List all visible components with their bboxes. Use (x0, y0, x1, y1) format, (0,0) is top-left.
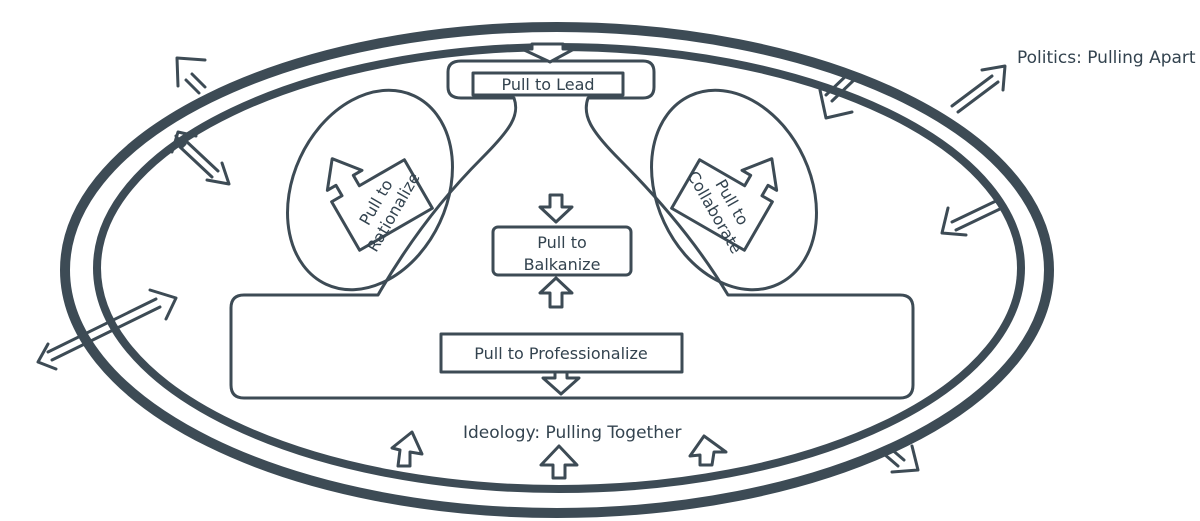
professionalize-label: Pull to Professionalize (474, 344, 647, 363)
double-arrow-left-inner (170, 130, 231, 186)
double-arrow-left-lower (36, 288, 178, 371)
double-arrow-top-left (175, 56, 207, 95)
pull-arrow-lead (520, 42, 576, 64)
balkanize-box (491, 225, 633, 277)
lead-label: Pull to Lead (501, 75, 594, 94)
configuration-outline (229, 59, 915, 400)
pull-arrow-bottom (538, 276, 574, 309)
ideology-label: Ideology: Pulling Together (463, 423, 681, 443)
double-arrow-bottom-right (882, 444, 920, 474)
rationalize-arrow-shape (325, 157, 434, 252)
double-arrow-top-right (950, 64, 1007, 114)
politics-label: Politics: Pulling Apart (1017, 48, 1196, 68)
collaborate-ellipse (650, 88, 818, 292)
collaborate-arrow-shape (670, 157, 779, 252)
rationalize-ellipse (286, 88, 454, 292)
ideology-arrow-right (688, 434, 728, 467)
outer-ellipse (60, 22, 1054, 518)
balkanize-label-line2: Balkanize (524, 255, 601, 274)
pull-arrow-top (538, 193, 574, 224)
lead-box (471, 71, 625, 97)
ideology-arrow-center (539, 444, 579, 480)
pull-arrow-professionalize (541, 370, 581, 396)
ideology-arrow-left (390, 430, 424, 468)
balkanize-label-line1: Pull to (537, 233, 587, 252)
double-arrow-right-inward-top (818, 72, 856, 120)
double-arrow-right-mid (940, 198, 1004, 237)
